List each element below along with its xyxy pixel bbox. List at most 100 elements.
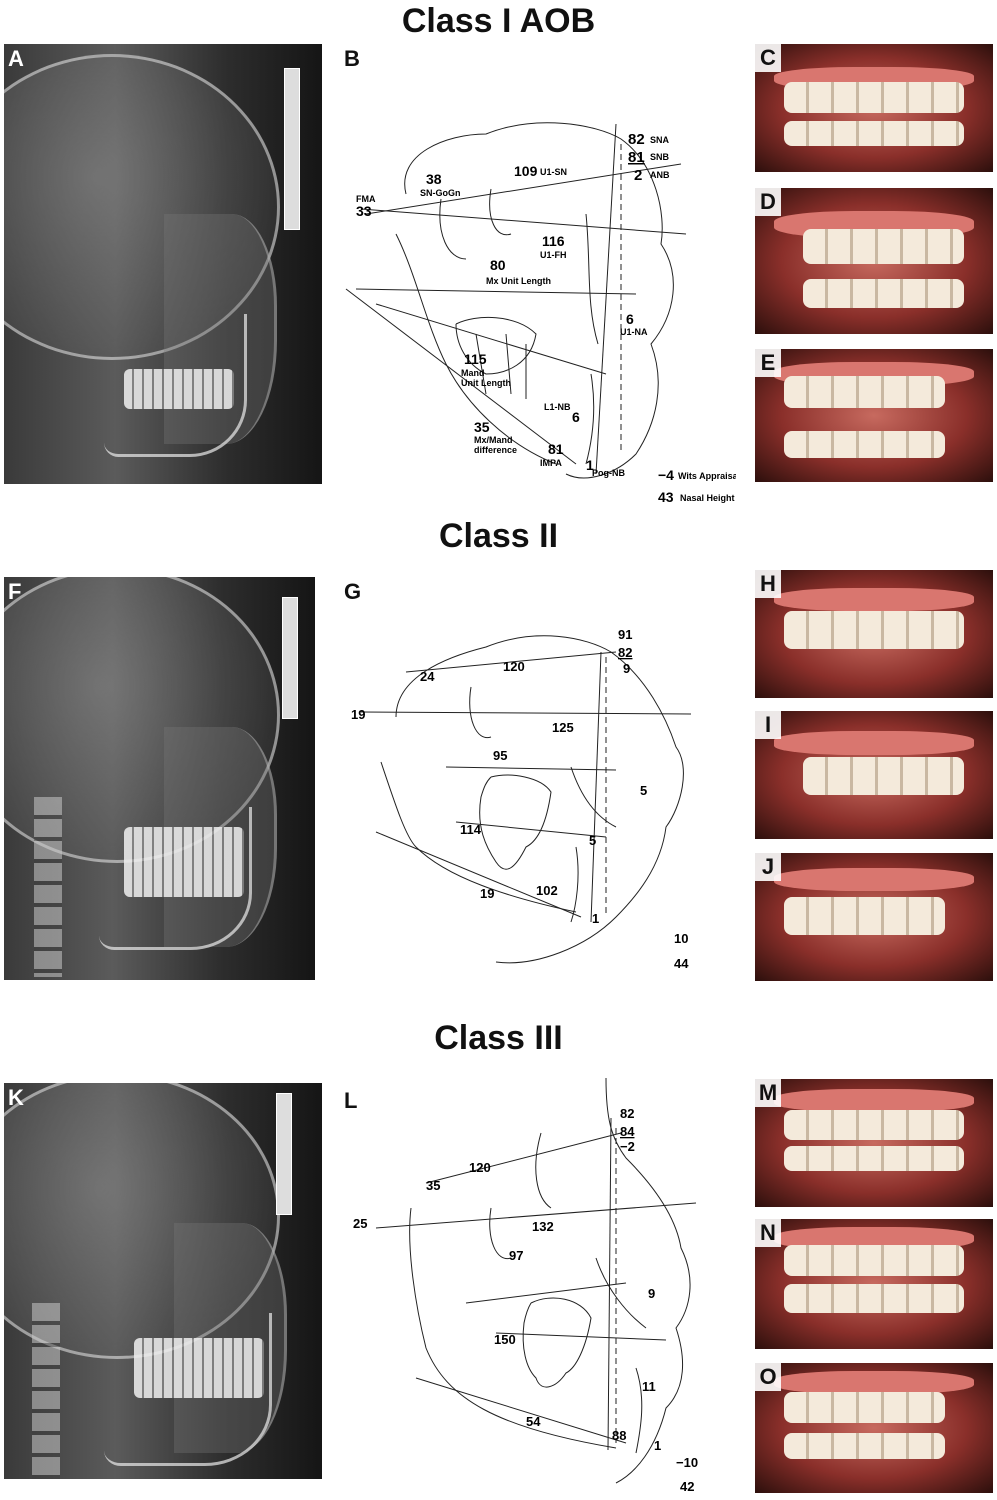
intraoral-photo-e: E xyxy=(755,349,993,482)
g-snb-value: 82 xyxy=(618,645,632,660)
tracing-panel-l: 82 84 −2 35 120 25 132 97 9 150 11 54 88… xyxy=(336,1078,736,1498)
g-fma-value: 19 xyxy=(351,707,365,722)
l-wits-value: −10 xyxy=(676,1455,698,1470)
panel-letter-a: A xyxy=(8,46,24,71)
b-sngogn-label: SN-GoGn xyxy=(420,188,461,198)
l-snb-value: 84 xyxy=(620,1124,635,1139)
l-u1sn-value: 120 xyxy=(469,1160,491,1175)
title-class-i-aob: Class I AOB xyxy=(401,2,596,40)
panel-letter-o: O xyxy=(755,1363,781,1391)
intraoral-photo-o: O xyxy=(755,1363,993,1493)
xray-panel-k: K xyxy=(4,1083,322,1479)
g-nasal-value: 44 xyxy=(674,956,689,971)
panel-letter-c: C xyxy=(755,44,781,72)
l-mand-value: 150 xyxy=(494,1332,516,1347)
b-u1sn-label: U1-SN xyxy=(540,167,567,177)
b-mx-label: Mx Unit Length xyxy=(486,276,551,286)
panel-letter-f: F xyxy=(8,579,22,604)
g-impa-value: 102 xyxy=(536,883,558,898)
intraoral-photo-j: J xyxy=(755,853,993,981)
b-mand-value: 115 xyxy=(464,351,487,367)
b-anb-value: 2 xyxy=(634,167,642,184)
b-anb-label: ANB xyxy=(650,170,670,180)
g-u1fh-value: 125 xyxy=(552,720,574,735)
l-mx-value: 97 xyxy=(509,1248,523,1263)
g-wits-value: 10 xyxy=(674,931,688,946)
panel-letter-k: K xyxy=(8,1085,24,1110)
tracing-b-drawing: 82 SNA 81 SNB 2 ANB 38 SN-GoGn 109 U1-SN… xyxy=(345,122,736,505)
panel-letter-l: L xyxy=(344,1088,358,1113)
l-mxmand-value: 54 xyxy=(526,1414,541,1429)
panel-letter-j: J xyxy=(755,853,781,881)
l-impa-value: 88 xyxy=(612,1428,626,1443)
b-u1fh-value: 116 xyxy=(542,233,565,249)
l-u1na-value: 9 xyxy=(648,1286,655,1301)
panel-letter-n: N xyxy=(755,1219,781,1247)
b-fma-label: FMA xyxy=(356,194,376,204)
l-anb-value: −2 xyxy=(620,1139,635,1154)
intraoral-photo-h: H xyxy=(755,570,993,698)
panel-letter-i: I xyxy=(755,711,781,739)
l-u1fh-value: 132 xyxy=(532,1219,554,1234)
b-snb-value: 81 xyxy=(628,149,645,166)
tracing-g-drawing: 91 82 9 24 120 19 125 95 5 114 5 19 102 … xyxy=(351,627,692,971)
b-mx-value: 80 xyxy=(490,257,506,273)
b-l1nb-value: 6 xyxy=(572,409,580,425)
l-nasal-value: 42 xyxy=(680,1479,694,1494)
b-pognb-label: Pog-NB xyxy=(592,468,625,478)
tracing-panel-b: 82 SNA 81 SNB 2 ANB 38 SN-GoGn 109 U1-SN… xyxy=(336,44,736,514)
xray-panel-a: A xyxy=(4,44,322,484)
panel-letter-g: G xyxy=(344,579,362,604)
title-class-ii: Class II xyxy=(438,517,559,555)
b-sngogn-value: 38 xyxy=(426,171,442,187)
panel-letter-e: E xyxy=(755,349,781,377)
b-wits-value: −4 xyxy=(658,467,674,483)
b-sna-label: SNA xyxy=(650,135,670,145)
b-mand-label-2: Unit Length xyxy=(461,378,511,388)
g-sna-value: 91 xyxy=(618,627,632,642)
b-impa-label: IMPA xyxy=(540,458,562,468)
g-mxmand-value: 19 xyxy=(480,886,494,901)
xray-panel-f: F xyxy=(4,577,315,980)
g-u1na-value: 5 xyxy=(640,783,647,798)
g-anb-value: 9 xyxy=(623,661,630,676)
panel-letter-d: D xyxy=(755,188,781,216)
title-class-iii: Class III xyxy=(434,1019,563,1057)
b-fma-value: 33 xyxy=(356,203,372,219)
l-l1nb-value: 11 xyxy=(642,1379,656,1394)
tracing-l-drawing: 82 84 −2 35 120 25 132 97 9 150 11 54 88… xyxy=(353,1078,698,1494)
intraoral-photo-n: N xyxy=(755,1219,993,1349)
b-nasal-value: 43 xyxy=(658,489,674,505)
tracing-panel-g: 91 82 9 24 120 19 125 95 5 114 5 19 102 … xyxy=(336,577,736,977)
b-u1fh-label: U1-FH xyxy=(540,250,567,260)
intraoral-photo-i: I xyxy=(755,711,993,839)
g-pognb-value: 1 xyxy=(592,911,599,926)
b-impa-value: 81 xyxy=(548,441,564,457)
b-u1na-label: U1-NA xyxy=(620,327,648,337)
g-mx-value: 95 xyxy=(493,748,507,763)
intraoral-photo-m: M xyxy=(755,1079,993,1207)
b-u1na-value: 6 xyxy=(626,311,634,327)
g-l1nb-value: 5 xyxy=(589,833,596,848)
g-mand-value: 114 xyxy=(460,822,482,837)
l-pognb-value: 1 xyxy=(654,1438,661,1453)
b-wits-label: Wits Appraisal xyxy=(678,471,736,481)
b-u1sn-value: 109 xyxy=(514,163,538,179)
g-u1sn-value: 120 xyxy=(503,659,525,674)
b-mxmand-label-1: Mx/Mand xyxy=(474,435,513,445)
b-mxmand-label-2: difference xyxy=(474,445,517,455)
b-mxmand-value: 35 xyxy=(474,419,490,435)
panel-letter-b: B xyxy=(344,46,360,71)
intraoral-photo-c: C xyxy=(755,44,993,172)
l-fma-value: 25 xyxy=(353,1216,367,1231)
b-sna-value: 82 xyxy=(628,131,645,148)
l-sna-value: 82 xyxy=(620,1106,634,1121)
panel-letter-m: M xyxy=(755,1079,781,1107)
b-nasal-label: Nasal Height xyxy=(680,493,735,503)
intraoral-photo-d: D xyxy=(755,188,993,334)
g-sngogn-value: 24 xyxy=(420,669,435,684)
b-pognb-value: 1 xyxy=(586,457,594,473)
panel-letter-h: H xyxy=(755,570,781,598)
b-l1nb-label: L1-NB xyxy=(544,402,571,412)
l-sngogn-value: 35 xyxy=(426,1178,440,1193)
